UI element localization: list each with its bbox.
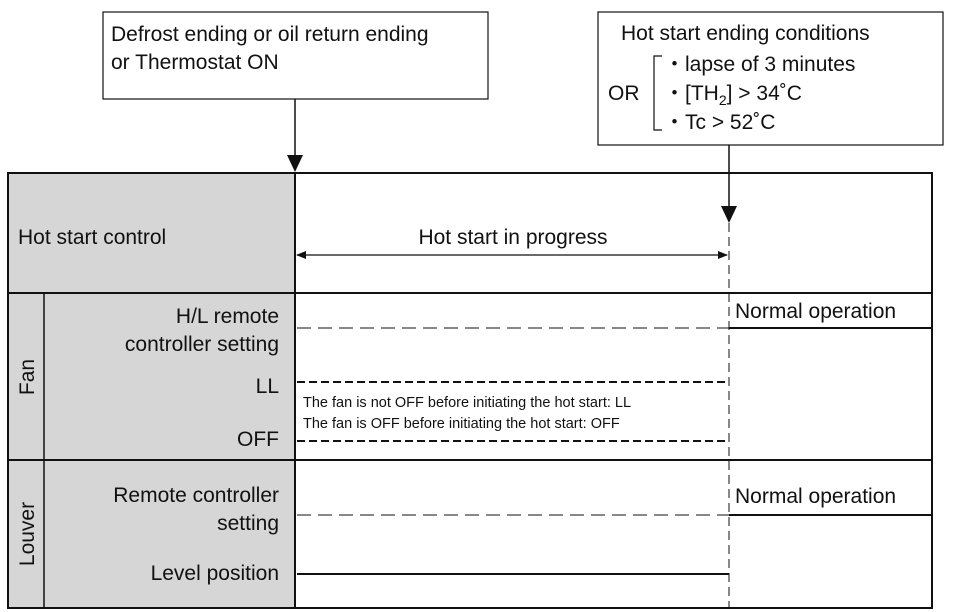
trigger-line-2: or Thermostat ON [111, 51, 279, 74]
condition-1-text: lapse of 3 minutes [685, 53, 855, 76]
louver-label-cell [8, 460, 295, 608]
condition-2-bullet: ・ [664, 82, 685, 105]
fan-normal-operation-label: Normal operation [735, 300, 896, 323]
conditions-box [597, 11, 944, 146]
trigger-line-1: Defrost ending or oil return ending [111, 23, 429, 46]
louver-level-position-label: Level position [151, 562, 279, 585]
fan-note-off: The fan is OFF before initiating the hot… [303, 416, 620, 432]
condition-3-bullet: ・ [664, 111, 685, 134]
trigger-box [102, 11, 489, 100]
fan-hl-setting-label-2: controller setting [125, 333, 279, 356]
condition-1-bullet: ・ [664, 53, 685, 76]
fan-off-label: OFF [237, 428, 279, 451]
hot-start-control-label: Hot start control [18, 226, 166, 249]
table-frame [7, 172, 933, 609]
fan-group-label: Fan [16, 359, 39, 395]
louver-normal-operation-label: Normal operation [735, 485, 896, 508]
condition-3-text: Tc > 52˚C [685, 111, 775, 134]
trigger-arrowhead [287, 155, 303, 172]
fan-label-cell [8, 293, 295, 460]
condition-3: ・Tc > 52˚C [664, 111, 775, 134]
condition-2-pre: [TH [685, 82, 719, 105]
hot-start-in-progress-label: Hot start in progress [418, 226, 607, 249]
end-arrowhead [721, 206, 737, 223]
conditions-or-label: OR [608, 82, 640, 105]
louver-remote-setting-label-1: Remote controller [113, 484, 279, 507]
fan-note-ll: The fan is not OFF before initiating the… [303, 395, 631, 411]
fan-hl-setting-label-1: H/L remote [176, 305, 279, 328]
louver-remote-setting-label-2: setting [217, 512, 279, 535]
condition-2-subscript: 2 [719, 92, 727, 108]
condition-2-post: ] > 34˚C [727, 82, 802, 105]
fan-ll-label: LL [256, 375, 279, 398]
condition-1: ・lapse of 3 minutes [664, 53, 855, 76]
hot-start-control-label-cell [8, 173, 295, 293]
louver-group-label: Louver [16, 502, 39, 566]
conditions-bracket [653, 55, 662, 131]
conditions-title: Hot start ending conditions [621, 22, 870, 45]
condition-2: ・[TH2] > 34˚C [664, 82, 802, 108]
